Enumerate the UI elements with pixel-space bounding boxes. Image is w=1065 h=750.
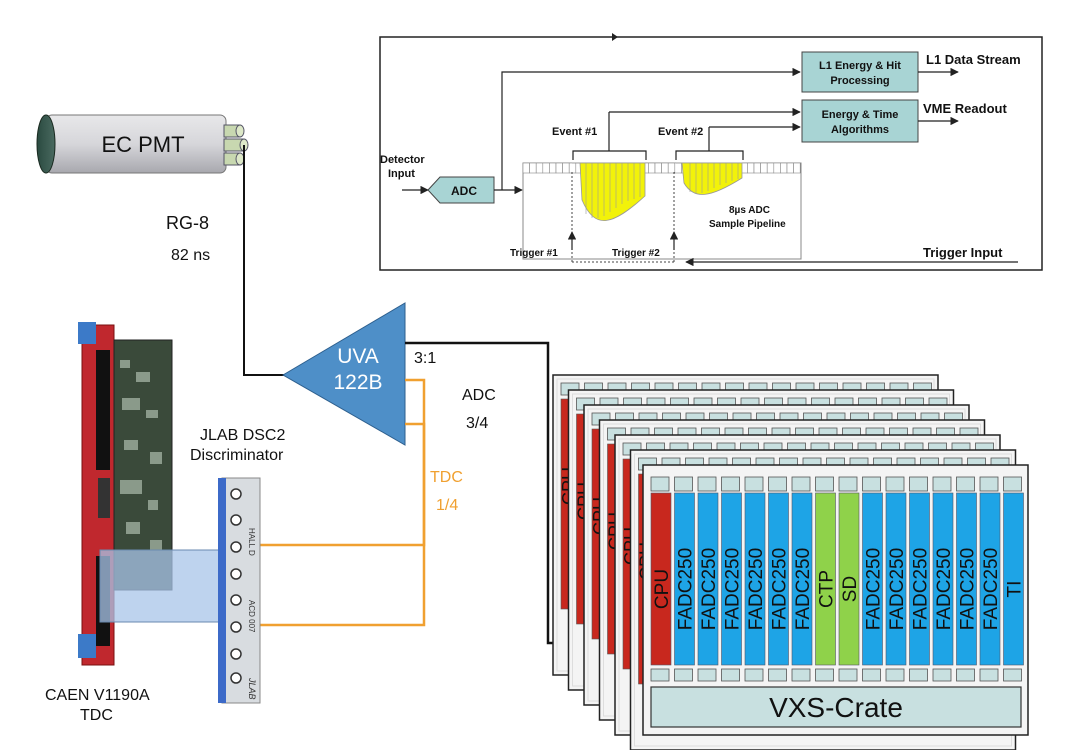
et-box-line1: Energy & Time: [822, 109, 899, 121]
event1-label: Event #1: [552, 126, 597, 138]
l1-output-label: L1 Data Stream: [926, 52, 1021, 67]
pipeline-cells: [522, 162, 801, 174]
pipeline-label-line1: 8µs ADC: [729, 205, 770, 216]
crate-slot-fadc250: FADC250: [768, 476, 791, 682]
slot-label: CTP: [817, 570, 838, 608]
slot-label: FADC250: [981, 548, 1002, 630]
crate-name-bar: [650, 686, 1022, 728]
split-ratio: 3:1: [414, 350, 436, 367]
signal-cable: [243, 145, 285, 376]
crate-slot-fadc250: FADC250: [791, 476, 814, 682]
adc-split-label: ADC: [462, 387, 496, 404]
slot-label: TI: [1005, 581, 1026, 598]
crate-slot-fadc250: FADC250: [979, 476, 1002, 682]
ribbon-cable: [99, 549, 223, 623]
crate-slot-fadc250: FADC250: [956, 476, 979, 682]
crate-slot-fadc250: FADC250: [862, 476, 885, 682]
slot-label: FADC250: [770, 548, 791, 630]
slot-label: FADC250: [864, 548, 885, 630]
l1-box-line2: Processing: [830, 75, 889, 87]
pulse-event-1: [572, 162, 646, 221]
slot-label: FADC250: [676, 548, 697, 630]
slot-label: SD: [840, 576, 861, 602]
crate-slot-cpu: CPU: [650, 476, 673, 682]
et-box-line2: Algorithms: [831, 124, 889, 136]
trigger-input-label: Trigger Input: [923, 245, 1003, 260]
vxs-crates: CPUCPUCPUCPUCPUCPUCPUFADC250FADC250FADC2…: [552, 374, 1029, 750]
slot-label: FADC250: [911, 548, 932, 630]
crate-slot-fadc250: FADC250: [909, 476, 932, 682]
inset-adc-label: ADC: [451, 184, 477, 198]
slot-label: FADC250: [746, 548, 767, 630]
crate-slot-sd: SD: [838, 476, 861, 682]
cable-delay: 82 ns: [171, 247, 210, 264]
tdc-split-label: TDC: [430, 469, 463, 486]
tdc-board-name: CAEN V1190A: [45, 687, 150, 704]
pmt-connectors-icon: [223, 124, 249, 166]
amplifier: UVA 122B: [282, 302, 406, 446]
crate-slot-ctp: CTP: [815, 476, 838, 682]
tdc-board-type: TDC: [80, 707, 113, 724]
amplifier-model: 122B: [333, 371, 382, 394]
dsc2-type: Discriminator: [190, 447, 284, 464]
amplifier-name: UVA: [337, 345, 379, 368]
pmt: EC PMT: [36, 114, 249, 174]
detector-input-line1: Detector: [380, 154, 425, 166]
slot-label: FADC250: [934, 548, 955, 630]
slot-label: CPU: [652, 569, 673, 609]
detector-input-line2: Input: [388, 168, 415, 180]
crate-slot-fadc250: FADC250: [932, 476, 955, 682]
cable-type: RG-8: [166, 213, 209, 233]
slot-label: FADC250: [958, 548, 979, 630]
energy-time-box: [801, 99, 919, 143]
tdc-signal-lines: [258, 378, 426, 627]
crate-slot-fadc250: FADC250: [885, 476, 908, 682]
dsc2-discriminator: HALL D ACD 007 JLAB: [218, 477, 261, 704]
trigger1-label: Trigger #1: [510, 248, 558, 259]
dsc2-name: JLAB DSC2: [200, 427, 285, 444]
crate-slot-fadc250: FADC250: [674, 476, 697, 682]
crate-slot-fadc250: FADC250: [721, 476, 744, 682]
slot-label: FADC250: [723, 548, 744, 630]
dsc2-panel-text2: ACD 007: [247, 600, 256, 633]
crate-slot-fadc250: FADC250: [697, 476, 720, 682]
dsc2-panel-text3: JLAB: [247, 677, 257, 700]
crate-name: VXS-Crate: [769, 692, 903, 723]
dsc2-panel-text1: HALL D: [247, 528, 256, 556]
slot-label: FADC250: [699, 548, 720, 630]
l1-box-line1: L1 Energy & Hit: [819, 60, 901, 72]
l1-processing-box: [801, 51, 919, 93]
adc-split-fraction: 3/4: [466, 415, 488, 432]
et-output-label: VME Readout: [923, 101, 1007, 116]
slot-label: FADC250: [793, 548, 814, 630]
trigger2-label: Trigger #2: [612, 248, 660, 259]
slot-label: FADC250: [887, 548, 908, 630]
crate-slot-fadc250: FADC250: [744, 476, 767, 682]
fadc-inset: L1 Energy & Hit Processing L1 Data Strea…: [379, 33, 1043, 271]
pmt-label: EC PMT: [101, 132, 184, 157]
event2-label: Event #2: [658, 126, 703, 138]
sample-pipeline: [522, 162, 802, 260]
pipeline-label-line2: Sample Pipeline: [709, 219, 786, 230]
pulse-event-2: [676, 162, 743, 195]
tdc-split-fraction: 1/4: [436, 497, 458, 514]
crate-slot-ti: TI: [1003, 476, 1026, 682]
